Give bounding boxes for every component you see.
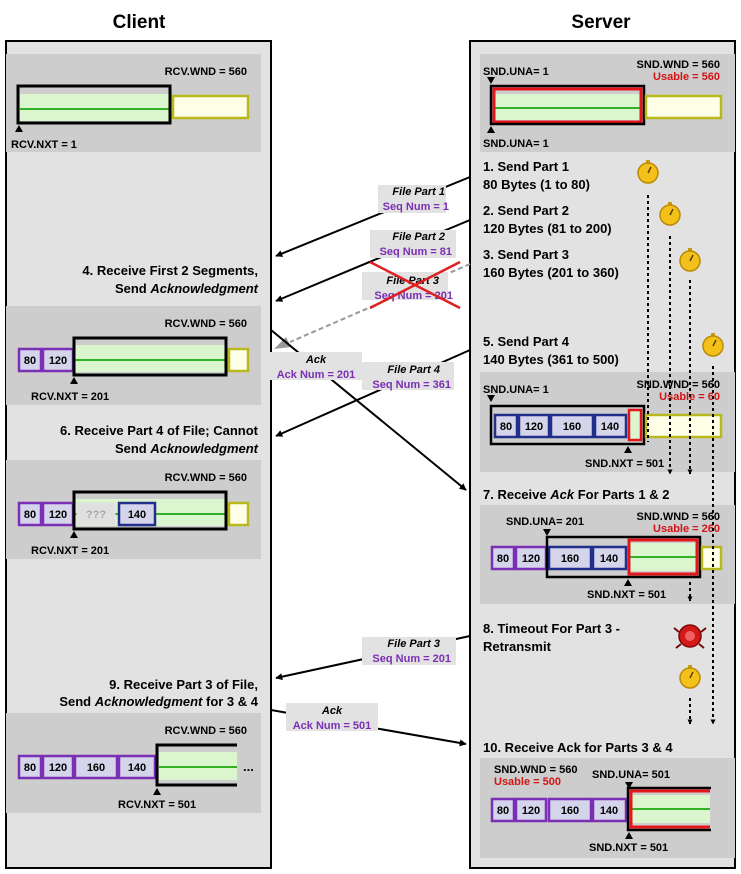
usable-label: Usable = 560 bbox=[653, 71, 720, 83]
msg-part3-retx-name: File Part 3 bbox=[387, 638, 440, 650]
segment-140: 140 bbox=[601, 421, 619, 433]
server-step-8-line2: Retransmit bbox=[483, 639, 552, 654]
msg-part4-name: File Part 4 bbox=[387, 364, 440, 376]
server-window-state-3: SND.UNA= 201 SND.WND = 560 Usable = 260 … bbox=[480, 505, 735, 604]
rcv-nxt-label: RCV.NXT = 1 bbox=[11, 139, 77, 151]
missing-segment: ??? bbox=[86, 509, 106, 521]
msg-ack2-num: Ack Num = 501 bbox=[293, 720, 372, 732]
msg-part2-seq: Seq Num = 81 bbox=[380, 246, 452, 258]
msg-ack2-name: Ack bbox=[321, 705, 343, 717]
msg-ack1-num: Ack Num = 201 bbox=[277, 369, 356, 381]
timeout-alarm-icon bbox=[673, 624, 707, 649]
segment-160: 160 bbox=[563, 421, 581, 433]
snd-una-label: SND.UNA= 501 bbox=[592, 769, 670, 781]
msg-part1-name: File Part 1 bbox=[392, 186, 445, 198]
snd-una-label: SND.UNA= 1 bbox=[483, 138, 549, 150]
segment-80: 80 bbox=[24, 355, 36, 367]
segment-140: 140 bbox=[600, 805, 618, 817]
snd-nxt-label: SND.NXT = 501 bbox=[589, 842, 668, 854]
server-step-7: 7. Receive Ack For Parts 1 & 2 bbox=[483, 487, 669, 502]
client-step-6-line1: 6. Receive Part 4 of File; Cannot bbox=[60, 423, 259, 438]
snd-wnd-label: SND.WND = 560 bbox=[637, 59, 720, 71]
segment-140: 140 bbox=[128, 509, 146, 521]
client-window-state-4: RCV.WND = 560 80 120 160 140 ... RCV.NXT… bbox=[6, 713, 261, 813]
snd-wnd-label: SND.WND = 560 bbox=[637, 379, 720, 391]
msg-part2-name: File Part 2 bbox=[392, 231, 445, 243]
segment-140: 140 bbox=[128, 762, 146, 774]
client-window-state-1: RCV.WND = 560 RCV.NXT = 1 bbox=[6, 54, 261, 152]
server-header: Server bbox=[571, 12, 631, 33]
snd-wnd-label: SND.WND = 560 bbox=[494, 764, 577, 776]
segment-80: 80 bbox=[24, 762, 36, 774]
client-header: Client bbox=[113, 12, 166, 33]
usable-label: Usable = 260 bbox=[653, 523, 720, 535]
server-step-2-line2: 120 Bytes (81 to 200) bbox=[483, 221, 612, 236]
rcv-wnd-label: RCV.WND = 560 bbox=[165, 318, 247, 330]
rcv-wnd-label: RCV.WND = 560 bbox=[165, 725, 247, 737]
server-window-state-4: SND.WND = 560 Usable = 500 SND.UNA= 501 … bbox=[480, 758, 735, 858]
snd-nxt-label: SND.NXT = 501 bbox=[587, 589, 666, 601]
server-step-3-line2: 160 Bytes (201 to 360) bbox=[483, 265, 619, 280]
snd-una-label: SND.UNA= 201 bbox=[506, 516, 584, 528]
lost-packet-arrowhead bbox=[274, 337, 291, 349]
rcv-nxt-label: RCV.NXT = 201 bbox=[31, 545, 109, 557]
segment-120: 120 bbox=[49, 509, 67, 521]
segment-120: 120 bbox=[522, 553, 540, 565]
snd-nxt-label: SND.NXT = 501 bbox=[585, 458, 664, 470]
lost-packet-cross bbox=[369, 260, 461, 310]
server-step-5-line2: 140 Bytes (361 to 500) bbox=[483, 352, 619, 367]
snd-una-label: SND.UNA= 1 bbox=[483, 384, 549, 396]
stopwatch-icon bbox=[679, 248, 701, 272]
client-step-9-line2: Send Acknowledgment for 3 & 4 bbox=[59, 694, 258, 709]
segment-120: 120 bbox=[49, 762, 67, 774]
stopwatch-icon bbox=[679, 665, 701, 689]
snd-una-label: SND.UNA= 1 bbox=[483, 66, 549, 78]
server-step-5-line1: 5. Send Part 4 bbox=[483, 334, 570, 349]
segment-80: 80 bbox=[497, 553, 509, 565]
segment-120: 120 bbox=[525, 421, 543, 433]
msg-ack1-name: Ack bbox=[305, 354, 327, 366]
segment-160: 160 bbox=[561, 553, 579, 565]
segment-80: 80 bbox=[497, 805, 509, 817]
client-step-6-line2: Send Acknowledgment bbox=[115, 441, 259, 456]
usable-label: Usable = 500 bbox=[494, 776, 561, 788]
rcv-nxt-label: RCV.NXT = 201 bbox=[31, 391, 109, 403]
msg-part3-retx-seq: Seq Num = 201 bbox=[372, 653, 451, 665]
rcv-nxt-label: RCV.NXT = 501 bbox=[118, 799, 196, 811]
client-window-state-2: RCV.WND = 560 80 120 RCV.NXT = 201 bbox=[6, 306, 261, 405]
segment-160: 160 bbox=[561, 805, 579, 817]
msg-part1-seq: Seq Num = 1 bbox=[383, 201, 449, 213]
stopwatch-icon bbox=[659, 202, 681, 226]
client-step-9-line1: 9. Receive Part 3 of File, bbox=[109, 677, 258, 692]
segment-160: 160 bbox=[87, 762, 105, 774]
snd-wnd-label: SND.WND = 560 bbox=[637, 511, 720, 523]
server-step-1-line1: 1. Send Part 1 bbox=[483, 159, 569, 174]
segment-120: 120 bbox=[522, 805, 540, 817]
rcv-wnd-label: RCV.WND = 560 bbox=[165, 66, 247, 78]
server-step-10: 10. Receive Ack for Parts 3 & 4 bbox=[483, 740, 673, 755]
window-continues-ellipsis: ... bbox=[243, 759, 254, 774]
server-step-2-line1: 2. Send Part 2 bbox=[483, 203, 569, 218]
segment-120: 120 bbox=[49, 355, 67, 367]
rcv-wnd-label: RCV.WND = 560 bbox=[165, 472, 247, 484]
stopwatch-icon bbox=[637, 160, 659, 184]
client-window-state-3: RCV.WND = 560 80 120 ??? 140 RCV.NXT = 2… bbox=[6, 460, 261, 559]
segment-80: 80 bbox=[500, 421, 512, 433]
segment-80: 80 bbox=[24, 509, 36, 521]
msg-part4-seq: Seq Num = 361 bbox=[372, 379, 451, 391]
segment-140: 140 bbox=[600, 553, 618, 565]
retransmission-timers bbox=[637, 160, 724, 725]
server-step-1-line2: 80 Bytes (1 to 80) bbox=[483, 177, 590, 192]
server-window-state-2: SND.UNA= 1 SND.WND = 560 Usable = 60 80 … bbox=[480, 372, 735, 472]
server-step-8-line1: 8. Timeout For Part 3 - bbox=[483, 621, 620, 636]
client-step-4-line2: Send Acknowledgment bbox=[115, 281, 259, 296]
client-step-4-line1: 4. Receive First 2 Segments, bbox=[82, 263, 258, 278]
server-step-3-line1: 3. Send Part 3 bbox=[483, 247, 569, 262]
stopwatch-icon bbox=[702, 333, 724, 357]
server-window-state-1: SND.UNA= 1 SND.WND = 560 Usable = 560 SN… bbox=[480, 54, 735, 152]
